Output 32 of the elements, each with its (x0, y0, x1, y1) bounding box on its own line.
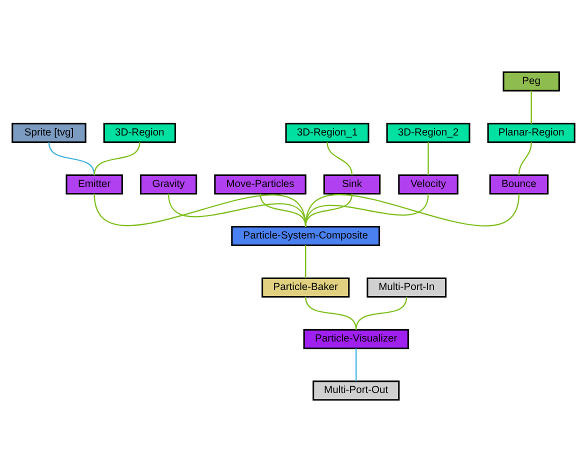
connector (530, 90, 532, 124)
node-box: Bounce (489, 174, 549, 195)
node-box: Peg (502, 71, 560, 92)
connector (168, 194, 306, 227)
connector (94, 194, 306, 227)
connector (305, 194, 520, 227)
connector (305, 296, 357, 330)
node-box: 3D-Region_2 (386, 122, 470, 143)
node-box: 3D-Region_1 (285, 122, 370, 143)
node-box: Sink (323, 174, 381, 195)
node-box: Multi-Port-Out (312, 380, 400, 401)
connector (305, 245, 306, 278)
connector (356, 348, 357, 382)
node-box: Move-Particles (214, 174, 306, 195)
node-box: Emitter (66, 174, 123, 195)
node-box: Sprite [tvg] (12, 122, 86, 143)
node-box: 3D-Region (103, 122, 176, 143)
node-box: Velocity (398, 174, 458, 195)
connector (305, 194, 429, 227)
connector (94, 142, 140, 176)
connector (428, 142, 429, 176)
node-box: Particle-Visualizer (303, 329, 409, 350)
connector (356, 296, 408, 330)
node-box: Particle-Baker (262, 277, 350, 298)
node-box: Planar-Region (487, 122, 576, 143)
connector (518, 142, 532, 176)
node-box: Gravity (140, 174, 198, 195)
node-box: Multi-Port-In (366, 277, 447, 298)
connector (48, 142, 95, 176)
node-box: Particle-System-Composite (231, 226, 380, 246)
connector (326, 142, 353, 176)
connector (260, 194, 306, 227)
